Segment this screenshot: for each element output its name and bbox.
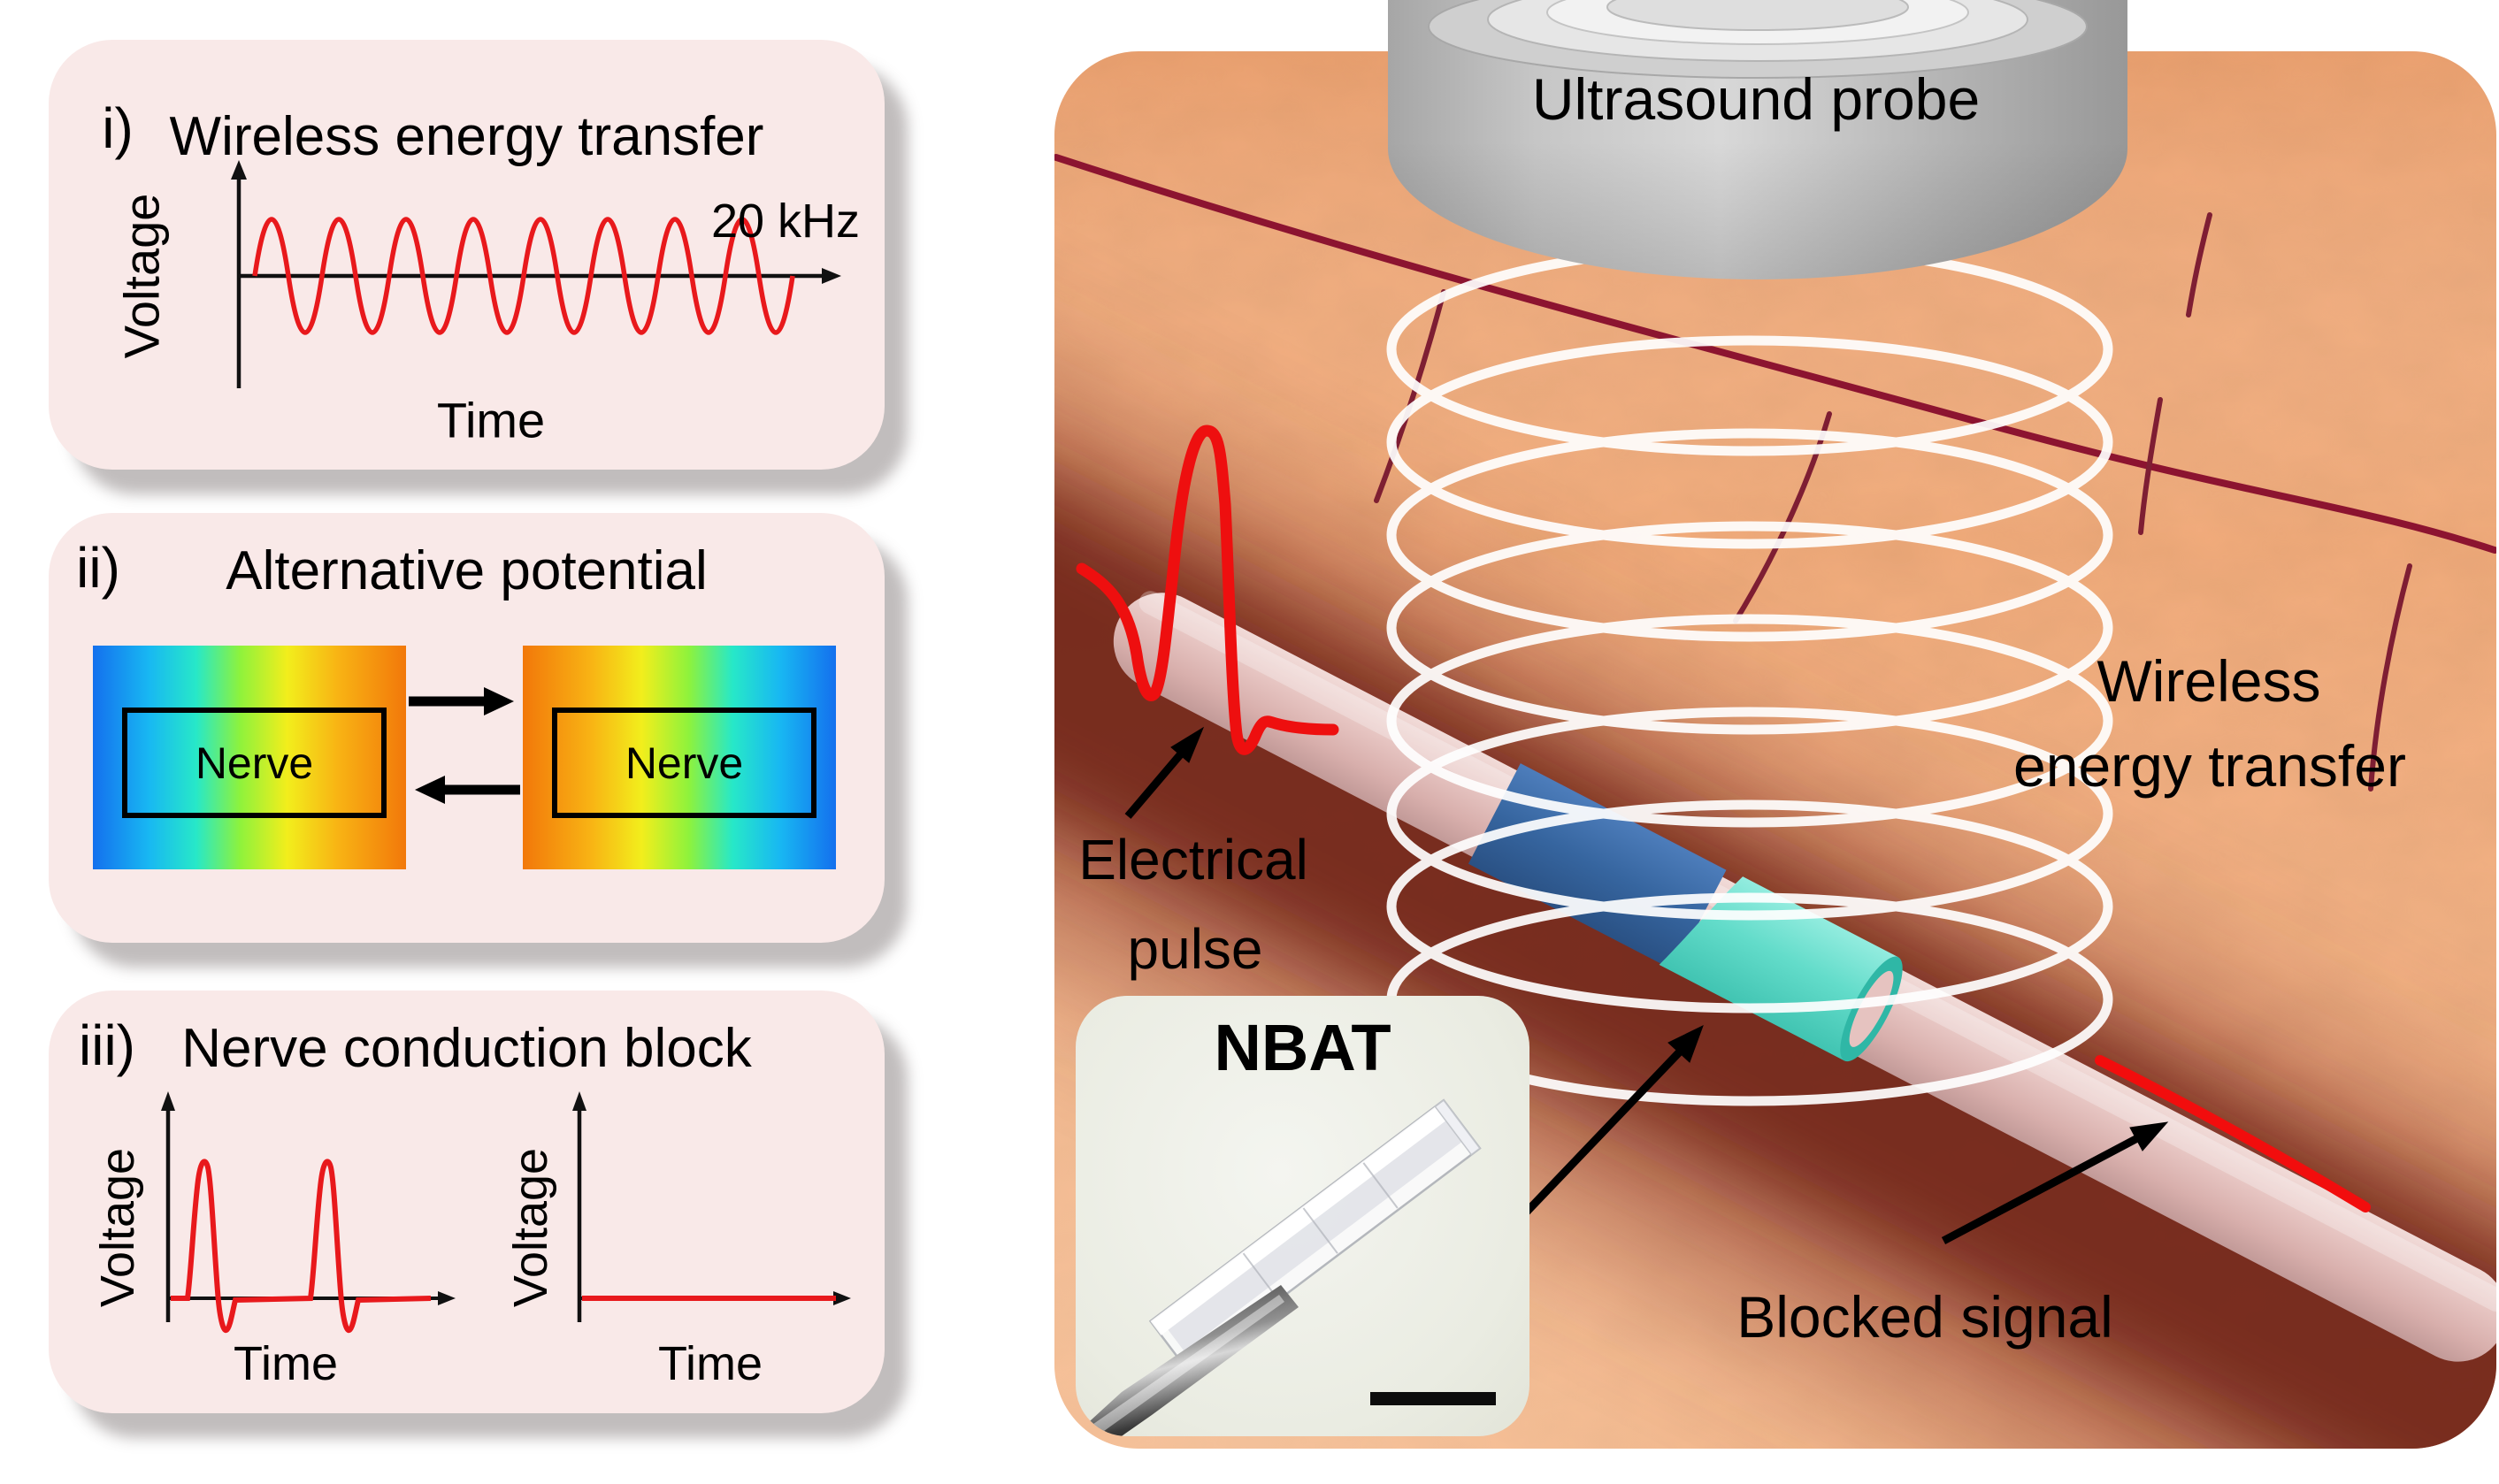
left-arrow-icon [415,776,445,804]
action-potential-spikes [171,1159,432,1333]
nerve-label: Nerve [625,738,744,788]
panel-alternative-potential: ii) Alternative potential Nerve Nerve [49,513,885,943]
y-axis-label: Voltage [504,1147,557,1308]
potential-field-map-left: Nerve [93,646,406,869]
x-axis-label: Time [658,1337,763,1390]
x-axis-label: Time [234,1337,338,1390]
electrical-label-line1: Electrical [1078,828,1308,891]
potential-field-map-right: Nerve [523,646,836,869]
scale-bar [1370,1392,1496,1405]
y-axis-label: Voltage [113,193,170,359]
panel-index-label: iii) [79,1014,135,1077]
x-axis-label: Time [436,392,546,448]
panel-title: Wireless energy transfer [169,106,764,167]
nerve-label: Nerve [195,738,314,788]
arrow-to-device-icon [1667,1025,1704,1063]
annotation-arrows [1124,726,2169,1244]
exchange-arrows [409,687,520,804]
electrical-pulse-waveform [1076,425,1339,755]
right-arrow-icon [484,687,514,715]
conduction-plots [161,1091,851,1333]
ultrasound-coil-rings [1386,242,2113,1106]
device-teal-segment [1659,876,1898,1061]
arrow-to-pulse-icon [1170,726,1205,763]
panel-title: Alternative potential [226,540,708,601]
nbat-device-on-nerve [1468,763,1903,1062]
electrical-label-line2: pulse [1127,917,1263,981]
arrow-to-blocked-signal-icon [2129,1121,2169,1151]
nerve-outline-box: Nerve [552,708,816,818]
frequency-annotation: 20 kHz [710,195,861,248]
nbat-photo [1076,1098,1496,1436]
panel-index-label: i) [102,96,134,160]
nbat-photo-inset: NBAT [1076,996,1529,1436]
ultrasound-probe [1388,0,2127,279]
sine-wave [252,217,795,335]
nbat-transducer [1148,1098,1482,1371]
blocked-signal-line [2095,1055,2371,1212]
sine-wave-plot [231,160,841,388]
tweezers-icon [1076,1285,1299,1436]
panel-wireless-energy-transfer: i) Wireless energy transfer Voltage Time… [49,40,885,470]
panel-index-label: ii) [76,536,120,600]
inset-title: NBAT [1214,1011,1391,1084]
panel-nerve-conduction-block: iii) Nerve conduction block Voltage Time… [49,991,885,1413]
panel-title: Nerve conduction block [181,1018,752,1079]
wireless-label-line1: Wireless [2097,648,2321,714]
probe-label: Ultrasound probe [1531,66,1981,132]
wireless-label-line2: energy transfer [2013,733,2406,799]
y-axis-label: Voltage [91,1147,144,1308]
nerve-outline-box: Nerve [122,708,387,818]
device-blue-segment [1468,763,1727,971]
blocked-signal-label: Blocked signal [1736,1284,2113,1350]
